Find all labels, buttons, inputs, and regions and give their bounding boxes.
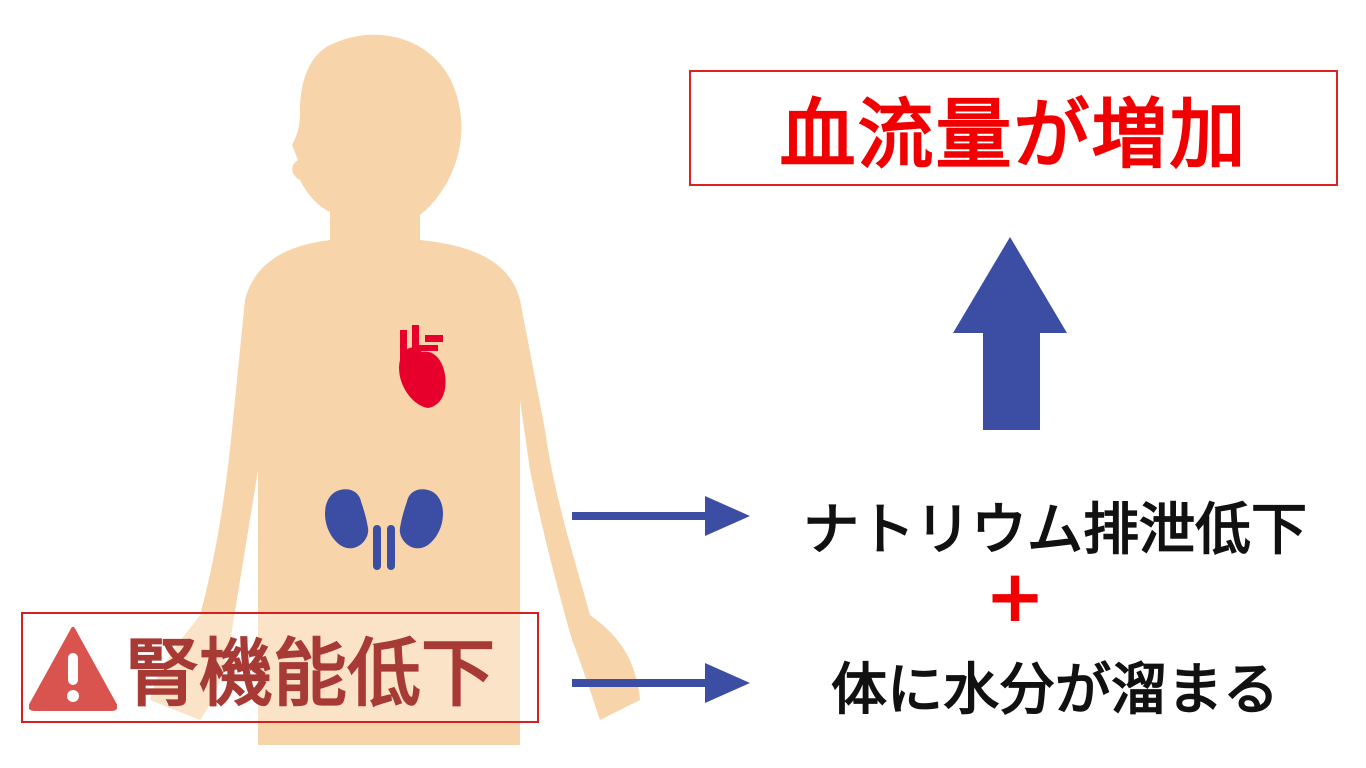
plus-sign: + <box>984 554 1046 638</box>
kidney-icon <box>325 489 443 570</box>
water-retention-text: 体に水分が溜まる <box>831 658 1279 723</box>
human-body-silhouette <box>150 34 640 745</box>
kidney-function-decline-label: 腎機能低下 <box>125 631 495 717</box>
warning-triangle-icon <box>29 626 117 711</box>
blood-flow-increase-label: 血流量が増加 <box>779 90 1248 179</box>
right-arrow-water <box>572 663 750 703</box>
body-shape <box>150 34 640 745</box>
right-arrow-sodium <box>572 496 750 536</box>
heart-icon <box>399 325 446 408</box>
blood-flow-increase-box: 血流量が増加 <box>689 70 1338 186</box>
up-arrow <box>953 237 1067 430</box>
sodium-excretion-decrease-text: ナトリウム排泄低下 <box>803 498 1307 563</box>
kidney-function-decline-box: 腎機能低下 <box>21 612 539 723</box>
